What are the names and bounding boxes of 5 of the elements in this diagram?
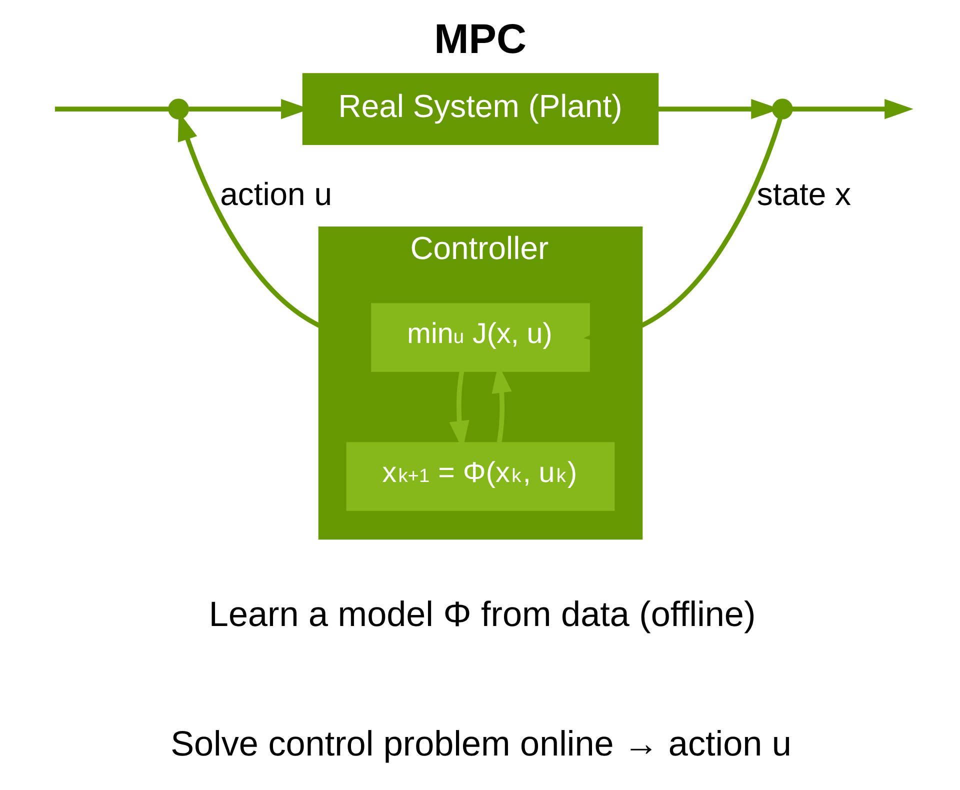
label: Learn a model Φ from data (offline) [208,595,756,634]
edge-label: action u [220,176,332,212]
edge-label: state x [756,176,850,212]
label: Solve control problem online → action u [170,724,791,764]
diagram-title: MPC [434,14,526,62]
